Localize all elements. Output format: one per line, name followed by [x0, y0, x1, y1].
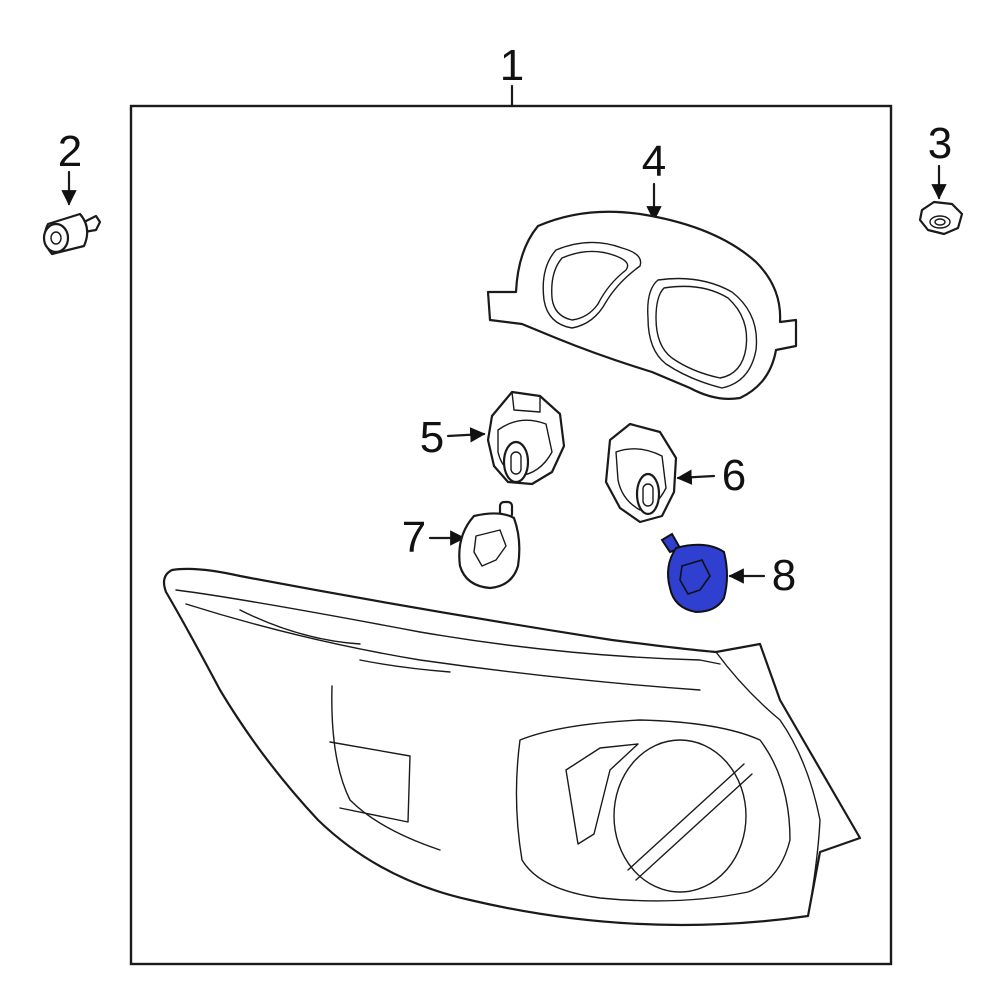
- callout-7-label: 7: [402, 513, 426, 562]
- callout-8-label: 8: [772, 551, 796, 600]
- callout-6-label: 6: [722, 451, 746, 500]
- tail-lamp-housing[interactable]: [162, 567, 862, 927]
- part-2-grommet[interactable]: 2: [42, 127, 102, 256]
- callout-6-arrow: [676, 469, 716, 485]
- part-4-gasket[interactable]: 4: [486, 137, 798, 400]
- callout-2-label: 2: [58, 127, 82, 176]
- callout-1-label: 1: [500, 41, 524, 90]
- part-6-socket[interactable]: 6: [604, 422, 746, 524]
- part-7-bulb[interactable]: 7: [402, 500, 521, 590]
- part-8-bulb[interactable]: 8: [660, 532, 796, 614]
- part-5-socket[interactable]: 5: [420, 390, 566, 486]
- part-3-nut[interactable]: 3: [918, 119, 964, 236]
- callout-5-label: 5: [420, 413, 444, 462]
- callout-5-arrow: [446, 427, 486, 443]
- callout-3-label: 3: [928, 119, 952, 168]
- callout-1[interactable]: 1: [500, 41, 524, 108]
- callout-4-label: 4: [642, 137, 666, 186]
